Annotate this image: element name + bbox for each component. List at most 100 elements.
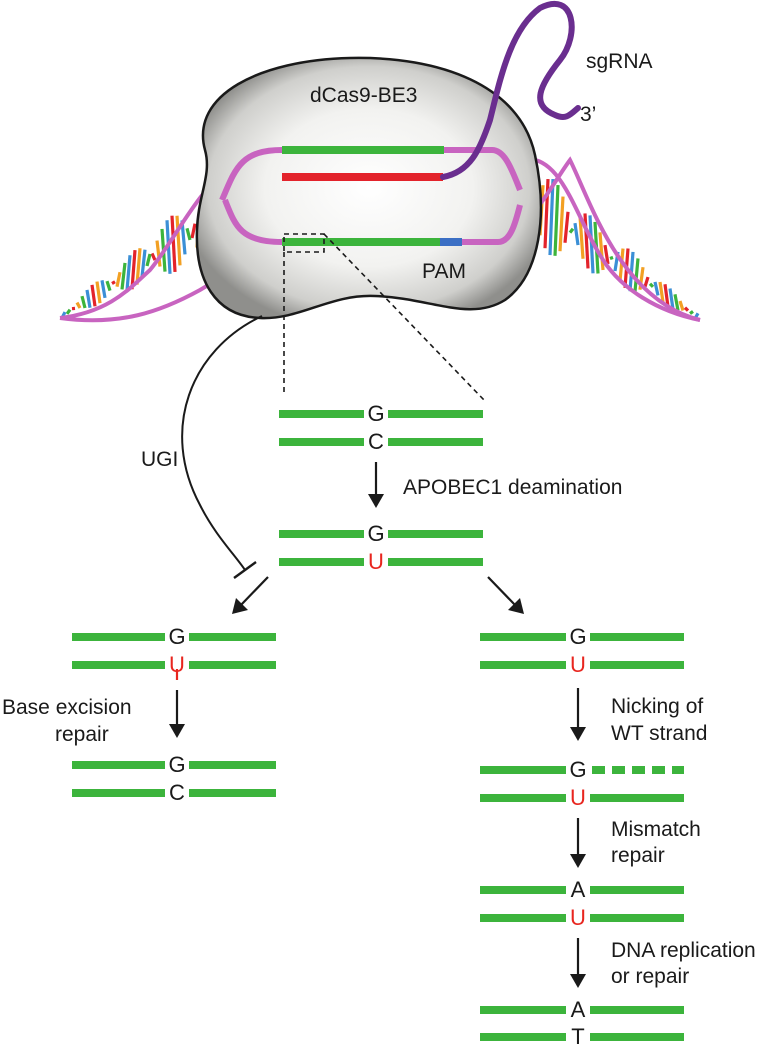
helix-base-pair (689, 310, 694, 315)
pam-label: PAM (422, 260, 466, 283)
arrow-head (508, 598, 524, 614)
step-replication-line2: or repair (611, 965, 689, 988)
right-helix-backbone-1 (519, 156, 701, 322)
arrow-ber (169, 690, 185, 738)
helix-base-pair (633, 258, 640, 292)
helix-base-pair (115, 271, 122, 287)
helix-base-pair (573, 222, 580, 246)
helix-base-pair (85, 289, 92, 308)
sgrna-label: sgRNA (586, 50, 653, 73)
helix-base-pair (190, 223, 197, 239)
base-top: A (571, 997, 586, 1022)
ugi-inhibition-line (181, 315, 263, 571)
arrow-head (232, 598, 248, 614)
arrow-replication (570, 938, 586, 988)
helix-base-pair (185, 227, 192, 241)
duplex-right-mismatch-repaired: A U (480, 877, 684, 930)
helix-base-pair (105, 280, 112, 292)
helix-base-pair (125, 255, 132, 291)
duplex-start: G C (279, 401, 483, 454)
helix-base-pair (618, 248, 625, 282)
arrow-head (570, 854, 586, 868)
base-top: G (569, 624, 586, 649)
helix-base-pair (553, 185, 560, 256)
base-top: G (367, 401, 384, 426)
dcas9-be3-enzyme (195, 56, 543, 320)
helix-base-pair (583, 213, 590, 269)
duplex-right-nicked: G U (480, 757, 684, 810)
helix-base-pair (155, 240, 162, 267)
helix-base-pair (145, 253, 152, 267)
base-top: G (168, 752, 185, 777)
helix-base-pair (609, 255, 614, 261)
helix-base-pair (170, 215, 177, 273)
step-replication-line1: DNA replication (611, 939, 756, 962)
helix-base-pair (683, 306, 690, 312)
ugi-label: UGI (141, 448, 178, 471)
helix-base-pair (175, 215, 182, 266)
helix-base-pair (150, 252, 157, 261)
helix-base-pair (598, 232, 605, 271)
bottom-strand-magenta-left (222, 198, 283, 245)
r-loop (219, 146, 523, 246)
bottom-strand-magenta-right (462, 204, 523, 245)
base-top: A (571, 877, 586, 902)
arrow-mismatch (570, 818, 586, 868)
step-ber-line1: Base excision (2, 696, 132, 719)
helix-base-pair (558, 196, 565, 252)
helix-base-pair (95, 281, 102, 304)
duplex-right-1: G U (480, 624, 684, 677)
helix-base-pair (568, 227, 575, 234)
enzyme-label: dCas9-BE3 (310, 84, 417, 107)
step-mismatch-line1: Mismatch (611, 818, 701, 841)
helix-base-pair (663, 284, 670, 307)
helix-base-pair (120, 262, 127, 290)
duplex-right-final: A T (480, 997, 684, 1049)
helix-base-pair (648, 282, 655, 288)
step-nicking-line1: Nicking of (611, 695, 703, 718)
base-bottom: T (571, 1024, 584, 1049)
helix-base-pair (111, 280, 116, 285)
helix-base-pair (668, 288, 675, 310)
helix-base-pair (80, 295, 87, 309)
step-deamination: APOBEC1 deamination (403, 476, 622, 499)
arrow-head (368, 494, 384, 508)
helix-base-pair (548, 178, 555, 256)
arrow-head (169, 724, 185, 738)
arrow-to-left-branch (232, 576, 269, 614)
helix-base-pair (673, 294, 680, 311)
base-bottom: C (368, 429, 384, 454)
helix-base-pair (90, 284, 97, 307)
arrow-deamination (368, 462, 384, 508)
base-top: G (367, 521, 384, 546)
helix-base-pair (678, 300, 685, 311)
helix-base-pair (65, 308, 72, 315)
helix-base-pair (563, 211, 570, 243)
helix-base-pair (588, 215, 595, 274)
step-ber-line2: repair (55, 723, 109, 746)
zoom-line-right (323, 233, 485, 401)
arrow-head (570, 727, 586, 741)
sgrna-strand (440, 0, 581, 180)
helix-base-pair (135, 248, 142, 285)
helix-base-pair (653, 281, 660, 296)
base-bottom-excised-uracil: U (169, 652, 185, 677)
helix-base-pair (75, 301, 82, 309)
helix-base-pair (578, 216, 585, 259)
step-mismatch-line2: repair (611, 844, 665, 867)
base-bottom-uracil: U (570, 785, 586, 810)
arrow-to-right-branch (487, 576, 524, 614)
arrow-shaft (487, 576, 517, 607)
duplex-left-glycosylated: G U (72, 624, 276, 680)
helix-base-pair (130, 250, 137, 290)
base-bottom: C (169, 780, 185, 805)
zoom-indicator (283, 233, 485, 401)
three-prime-label: 3’ (580, 103, 596, 126)
duplex-deaminated: G U (279, 521, 483, 574)
base-bottom-uracil: U (570, 652, 586, 677)
duplex-left-final: G C (72, 752, 276, 805)
zoom-box (283, 233, 325, 253)
ugi-inhibition-bar (233, 561, 257, 579)
helix-base-pair (140, 249, 147, 277)
